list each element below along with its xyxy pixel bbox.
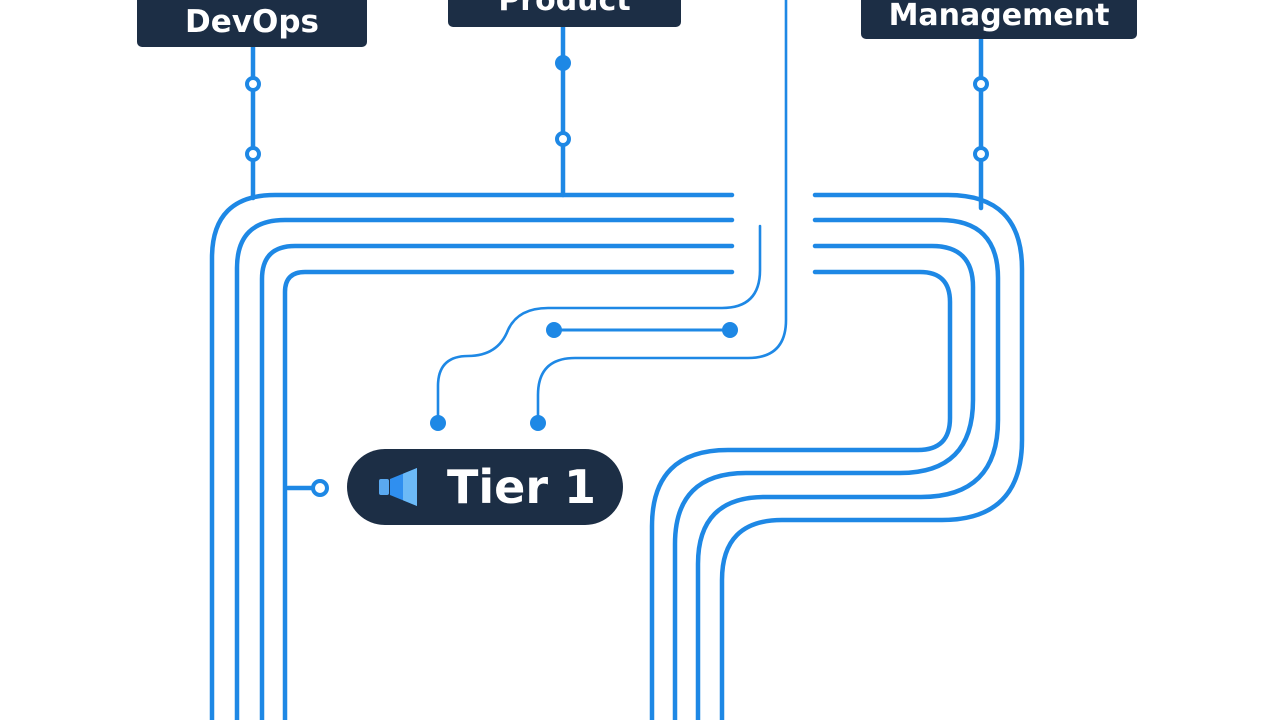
wire-bundle-left-3 <box>259 243 735 720</box>
wire-bundle-right-2 <box>695 217 1001 720</box>
node-product-label: Product <box>498 0 631 18</box>
junction-ring <box>311 479 329 497</box>
node-devops-label: DevOps <box>185 3 319 40</box>
wire-bundle-left-1 <box>209 192 735 720</box>
junction-ring <box>973 76 989 92</box>
wire-bundle-right-3 <box>672 243 976 720</box>
junction-ring <box>555 131 571 147</box>
junction-ring <box>245 76 261 92</box>
node-product: Product <box>448 0 681 27</box>
megaphone-icon <box>379 468 417 506</box>
wire-bundle-right-1 <box>719 192 1025 720</box>
tier-label: Tier 1 <box>447 460 597 514</box>
wire-bundle-left-2 <box>234 217 735 720</box>
junction-dot <box>546 322 562 338</box>
node-devops: DevOps <box>137 0 367 47</box>
junction-dot <box>430 415 446 431</box>
node-management: Management <box>861 0 1137 39</box>
wire-bundle-right-4 <box>649 269 953 720</box>
wire-link-b <box>436 224 762 424</box>
junction-dot <box>722 322 738 338</box>
node-management-label: Management <box>888 0 1110 33</box>
wire-link-a <box>536 0 788 424</box>
wire-bundle-left-4 <box>282 269 735 720</box>
junction-dot <box>530 415 546 431</box>
tier-node: Tier 1 <box>347 449 623 525</box>
junction-ring <box>973 146 989 162</box>
junction-ring <box>245 146 261 162</box>
junction-dot <box>555 55 571 71</box>
